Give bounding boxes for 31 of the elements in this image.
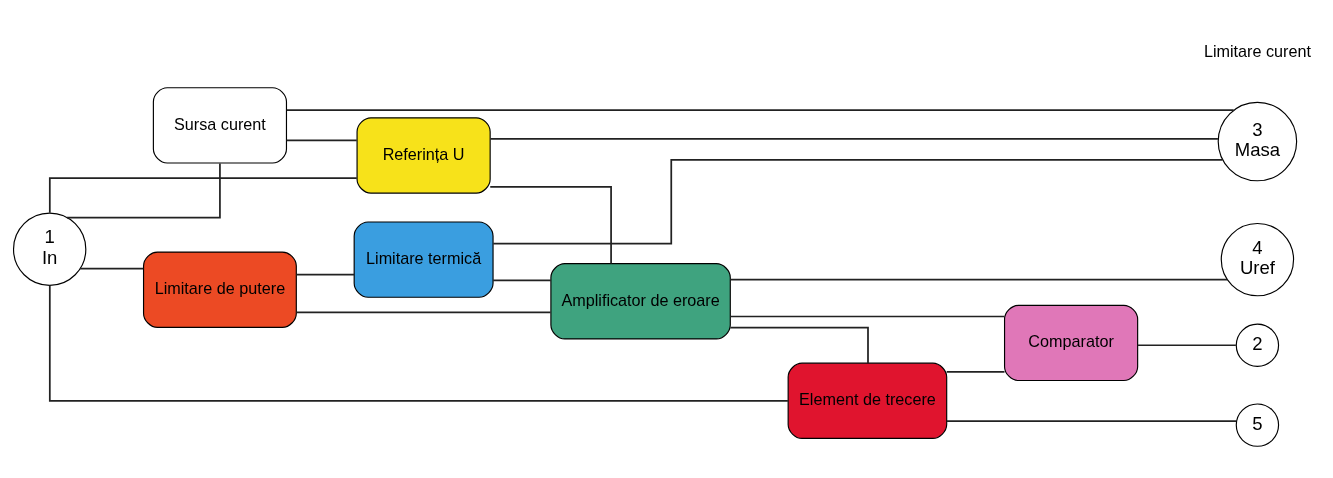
node-box: Referința U xyxy=(356,117,491,194)
connector xyxy=(285,109,1235,111)
node-circle: 5 xyxy=(1235,403,1280,447)
connector xyxy=(1136,344,1237,347)
connector xyxy=(945,371,1006,373)
connector xyxy=(945,420,1238,422)
connector xyxy=(48,177,358,214)
connector xyxy=(729,278,1229,281)
connector xyxy=(285,139,358,142)
label: Limitare curent xyxy=(1203,41,1311,60)
connector xyxy=(66,162,221,219)
connector xyxy=(489,137,1219,140)
node-box: Comparator xyxy=(1003,304,1139,382)
connector xyxy=(492,158,1224,245)
connector xyxy=(492,279,552,282)
node-box: Limitare termică xyxy=(353,221,494,298)
connector xyxy=(729,315,1006,318)
node-circle: 2 xyxy=(1235,323,1280,367)
node-circle: 4 Uref xyxy=(1220,222,1295,297)
node-circle: 1 In xyxy=(12,212,87,286)
connector xyxy=(295,311,552,314)
connector xyxy=(79,267,145,270)
connector xyxy=(48,284,789,402)
connector xyxy=(489,186,612,265)
connector xyxy=(729,326,869,364)
node-box: Amplificator de eroare xyxy=(550,263,731,340)
node-box: Element de trecere xyxy=(787,362,948,439)
node-box: Sursa curent xyxy=(152,87,288,164)
node-box: Limitare de putere xyxy=(142,251,297,328)
node-circle: 3 Masa xyxy=(1217,101,1298,182)
connector xyxy=(295,273,355,276)
